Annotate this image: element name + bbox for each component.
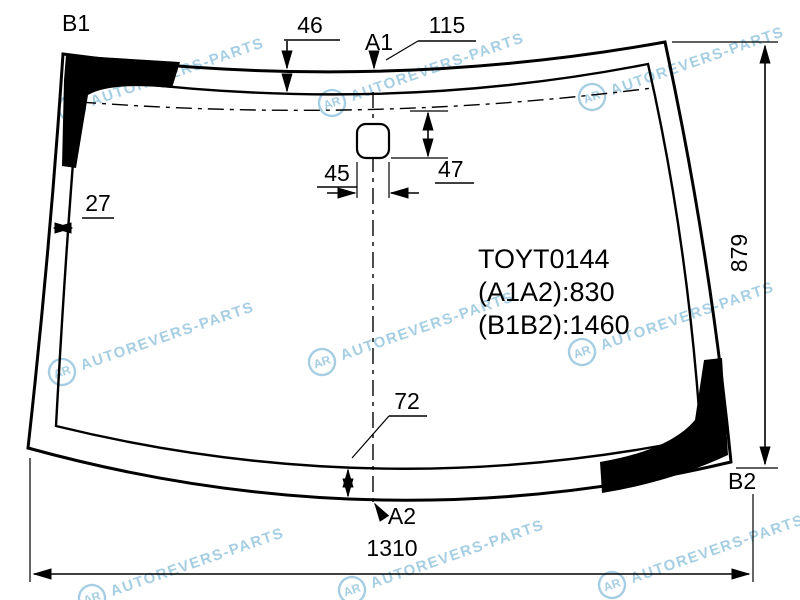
part-code: TOYT0144 bbox=[478, 244, 610, 274]
dim-a1: A1 bbox=[365, 29, 393, 70]
ceramic-corner-bottom-right bbox=[600, 358, 728, 493]
dim-1310-value: 1310 bbox=[366, 535, 417, 561]
dim-27: 27 bbox=[52, 190, 114, 234]
part-info: TOYT0144 (A1A2):830 (B1B2):1460 bbox=[478, 244, 630, 340]
watermark-logo-text: AR bbox=[572, 342, 593, 361]
dim-115: 115 bbox=[385, 12, 476, 61]
watermark-logo-text: AR bbox=[582, 87, 603, 106]
watermark-text: AUTOREVERS-PARTS bbox=[78, 298, 256, 374]
ceramic-corner-top-left bbox=[62, 55, 180, 168]
dim-72: 72 bbox=[342, 388, 427, 498]
watermark-logo-icon bbox=[317, 88, 347, 118]
dim-879-value: 879 bbox=[726, 234, 752, 272]
watermark-logo-text: AR bbox=[602, 575, 623, 594]
watermark-text: AUTOREVERS-PARTS bbox=[628, 511, 800, 587]
dim-1310: 1310 bbox=[29, 458, 754, 582]
dim-45-value: 45 bbox=[324, 160, 350, 186]
dim-47-value: 47 bbox=[438, 156, 464, 182]
watermark-logo-text: AR bbox=[52, 362, 73, 381]
watermark-logo-icon bbox=[47, 357, 77, 387]
windshield-outer-outline bbox=[26, 40, 733, 502]
dim-879: 879 bbox=[672, 41, 778, 469]
dim-27-value: 27 bbox=[85, 190, 111, 216]
dim-46-value: 46 bbox=[297, 12, 323, 38]
mirror-mount bbox=[355, 122, 391, 160]
watermark: AR AUTOREVERS-PARTS bbox=[597, 511, 800, 600]
watermark: AR AUTOREVERS-PARTS bbox=[77, 524, 287, 600]
watermark-logo-icon bbox=[77, 583, 107, 600]
dim-46: 46 bbox=[281, 12, 340, 93]
dim-115-value: 115 bbox=[429, 12, 466, 38]
dim-47: 47 bbox=[391, 110, 474, 184]
watermark-logo-text: AR bbox=[322, 93, 343, 112]
part-dim-a1a2: (A1A2):830 bbox=[478, 277, 615, 307]
label-a2: A2 bbox=[388, 503, 416, 529]
label-b1: B1 bbox=[62, 10, 90, 36]
dim-a2: A2 bbox=[374, 502, 416, 529]
watermark-logo-icon bbox=[577, 82, 607, 112]
part-dim-b1b2: (B1B2):1460 bbox=[478, 310, 630, 340]
watermark-text: AUTOREVERS-PARTS bbox=[108, 524, 286, 600]
watermark-logo-text: AR bbox=[342, 580, 363, 599]
dim-45: 45 bbox=[317, 160, 419, 199]
watermark-logo-icon bbox=[567, 337, 597, 367]
watermark-text: AUTOREVERS-PARTS bbox=[608, 23, 786, 99]
watermark: AR AUTOREVERS-PARTS bbox=[577, 23, 787, 112]
dim-72-value: 72 bbox=[394, 388, 420, 414]
watermark-logo-icon bbox=[307, 347, 337, 377]
watermark: AR AUTOREVERS-PARTS bbox=[47, 298, 257, 387]
top-dash-line bbox=[79, 87, 653, 112]
watermark-logo-text: AR bbox=[82, 588, 103, 600]
watermark-logo-text: AR bbox=[312, 352, 333, 371]
label-a1: A1 bbox=[365, 29, 393, 55]
label-b2: B2 bbox=[728, 468, 756, 494]
